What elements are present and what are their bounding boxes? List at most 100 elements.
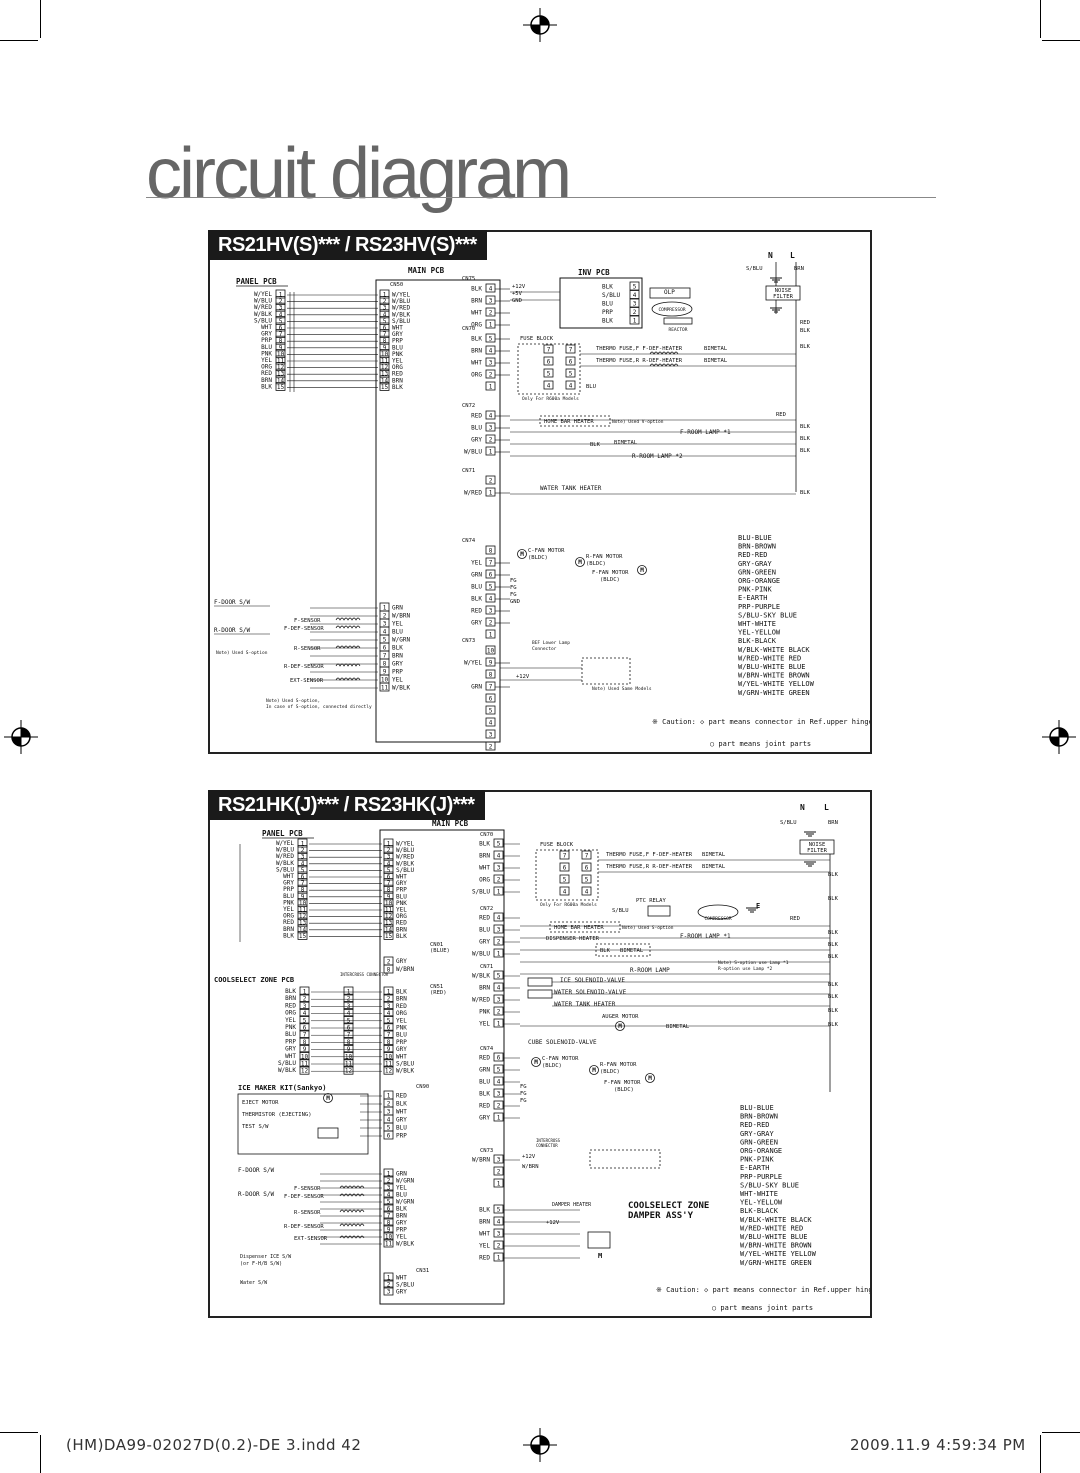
- connector-pin: [493, 1076, 504, 1086]
- panel-wire-label: PRP: [283, 886, 294, 893]
- main-wire-label: RED: [396, 920, 407, 927]
- pin-number: 1: [301, 841, 305, 848]
- connector-pin: [493, 1064, 504, 1074]
- voltage-label: +12V: [546, 1220, 560, 1226]
- pin-number: 4: [569, 383, 573, 390]
- main-wire-label: WHT: [396, 874, 407, 881]
- pin-number: 13: [385, 920, 393, 927]
- main-wire-label: GRN: [479, 1067, 490, 1074]
- main-wire-label: W/BLK: [472, 973, 490, 980]
- page-title: circuit diagram: [146, 134, 572, 214]
- compressor-icon: [651, 301, 693, 317]
- pin-number: 5: [489, 708, 493, 715]
- pin-number: 3: [489, 732, 493, 739]
- note-label: INTERCROSS: [536, 1138, 561, 1143]
- bimetal-label: BIMETAL: [704, 358, 728, 364]
- voltage-label: +5V: [512, 291, 523, 297]
- title-rule: [146, 197, 936, 198]
- heater-icon: [335, 625, 361, 629]
- connector-pin: [297, 930, 308, 940]
- main-wire-label: PRP: [396, 1133, 407, 1140]
- pin-number: 2: [489, 620, 493, 627]
- main-wire-label: RED: [396, 1003, 407, 1010]
- main-wire-label: WHT: [479, 1231, 490, 1238]
- main-wire-label: BLK: [396, 933, 407, 940]
- heater-label: THERMO FUSE,R R-DEF-HEATER: [596, 358, 683, 364]
- heater-icon: [335, 663, 361, 667]
- pin-number: 10: [487, 648, 495, 655]
- cs-wire-label: W/BLK: [278, 1067, 296, 1074]
- main-wire-label: BLK: [392, 645, 403, 652]
- legend-entry: BRN-BROWN: [738, 543, 776, 551]
- motor-letter: M: [326, 1095, 330, 1102]
- inv-pcb-box: [559, 277, 643, 329]
- caution-note: ※ Caution: ◇ part means connector in Ref…: [652, 718, 870, 726]
- legend-entry: BLK-BLACK: [738, 637, 777, 645]
- connector-pin: [629, 290, 640, 299]
- connector-pin: [629, 281, 640, 291]
- pin-number: 4: [279, 311, 283, 318]
- connector-pin: [485, 605, 496, 615]
- sensor-label: F-DEF-SENSOR: [284, 1194, 324, 1200]
- connector-pin: [343, 1058, 354, 1068]
- heater-label: THERMO FUSE,R R-DEF-HEATER: [606, 864, 693, 870]
- main-wire-label: ORG: [392, 364, 403, 371]
- connector-pin: [485, 569, 496, 579]
- heater-icon: [335, 617, 361, 621]
- sensor-label: R-SENSOR: [294, 646, 321, 652]
- wire-label: BLK: [828, 1008, 839, 1014]
- note-label: INTERCROSS CONNECTOR: [340, 972, 389, 977]
- wire-label: RED: [800, 320, 810, 326]
- pin-number: 6: [547, 359, 551, 366]
- legend-entry: GRY-GRAY: [738, 560, 773, 568]
- connector-pin: [485, 345, 496, 355]
- connector-pin: [485, 295, 496, 305]
- panel-wire-label: W/RED: [254, 304, 272, 311]
- pin-number: 9: [387, 1046, 391, 1053]
- signal-label: FG: [520, 1091, 527, 1097]
- connector-pin: [343, 1029, 354, 1039]
- pin-number: 4: [563, 889, 567, 896]
- connector-pin: [543, 368, 554, 378]
- connector-pin: [383, 891, 394, 901]
- legend-entry: WHT-WHITE: [740, 1190, 778, 1198]
- fan-motor-label: (BLDC): [600, 1069, 620, 1075]
- main-wire-label: GRY: [396, 1117, 407, 1124]
- pin-number: 9: [303, 1046, 307, 1053]
- pin-number: 8: [383, 661, 387, 668]
- cs-wire-label: BLK: [285, 988, 296, 995]
- legend-entry: W/YEL-WHITE YELLOW: [738, 680, 815, 688]
- note-label: Connector: [532, 646, 557, 652]
- heater-icon: [339, 1185, 365, 1189]
- pin-number: 4: [489, 286, 493, 293]
- connector-label: CN72: [480, 906, 493, 912]
- connector-pin: [379, 335, 390, 345]
- motor-icon: [637, 565, 647, 575]
- connector-pin: [383, 930, 394, 940]
- switch-label: R-DOOR S/W: [214, 627, 251, 634]
- inv-wire-label: BLU: [602, 301, 613, 308]
- connector-pin: [299, 993, 310, 1003]
- connector-pin: [581, 874, 592, 884]
- main-pcb-box: [379, 829, 505, 1305]
- legend-entry: E-EARTH: [738, 594, 768, 602]
- panel-2-header: RS21HK(J)*** / RS23HK(J)***: [208, 790, 485, 820]
- pin-number: 4: [547, 383, 551, 390]
- connector-pin: [383, 1058, 394, 1068]
- wire-label: BLK: [828, 942, 839, 948]
- connector-pin: [383, 1224, 394, 1234]
- heater-icon: [335, 677, 361, 681]
- ice-part-label: THERMISTOR (EJECTING): [242, 1112, 312, 1118]
- wire-label: W/BRN: [522, 1164, 539, 1170]
- pin-number: 7: [387, 1213, 391, 1220]
- note-label: Note) Used S-option: [216, 650, 268, 656]
- motor-icon: [589, 1065, 599, 1075]
- legend-entry: W/BLU-WHITE BLUE: [738, 663, 805, 671]
- main-wire-label: BLK: [392, 384, 403, 391]
- panel-wire-label: WHT: [261, 324, 272, 331]
- main-wire-label: YEL: [396, 907, 407, 914]
- pin-number: 8: [347, 1039, 351, 1046]
- main-wire-label: YEL: [471, 560, 482, 567]
- lamp-box: [581, 657, 631, 685]
